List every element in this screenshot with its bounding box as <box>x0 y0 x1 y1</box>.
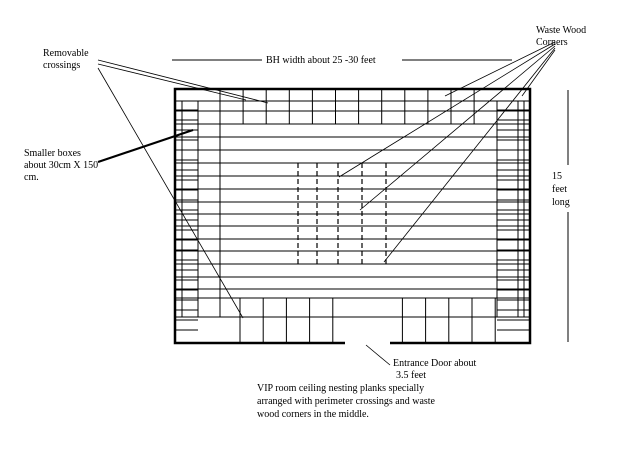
caption: VIP room ceiling nesting planks speciall… <box>257 383 438 420</box>
room-outline <box>173 87 532 345</box>
smaller-boxes-label: Smaller boxes about 30cm X 150 cm. <box>24 148 101 183</box>
leader-door <box>365 344 391 366</box>
entrance-door-label: Entrance Door about 3.5 feet <box>393 358 479 381</box>
waste-wood-corner-dashes <box>297 163 387 264</box>
leader-removable-2 <box>97 63 247 101</box>
leader-smaller-boxes <box>97 128 194 164</box>
leader-waste-4 <box>383 47 556 263</box>
leader-waste-1 <box>444 41 556 97</box>
leader-removable-1 <box>97 59 269 104</box>
removable-crossings-label: Removable crossings <box>43 48 91 71</box>
waste-wood-corners-label: Waste Wood Corners <box>536 25 589 48</box>
leader-waste-3 <box>359 45 556 211</box>
leader-waste-5 <box>521 49 556 97</box>
leader-removable-3 <box>97 67 244 319</box>
bh-width-label: BH width about 25 -30 feet <box>266 55 376 66</box>
length-label: 15 feet long <box>552 171 570 208</box>
plank-grid <box>175 89 530 343</box>
leader-waste-2 <box>338 43 556 178</box>
leader-lines <box>97 41 556 366</box>
